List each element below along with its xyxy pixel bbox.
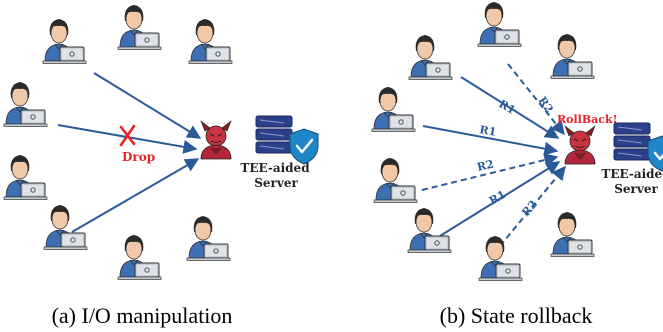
user-at-laptop-icon [407, 207, 452, 253]
server-label-line1: TEE-aided [240, 161, 310, 175]
arrow-label-r2-bottom: R2 [519, 198, 540, 219]
arrow-lower-left-to-server [71, 158, 200, 233]
arrow-bottom-dashed [499, 165, 566, 247]
arrow-label-r2-middle: R2 [476, 157, 495, 173]
user-at-laptop-icon [186, 215, 231, 261]
devil-adversary-icon [564, 125, 596, 165]
server-shield-icon [612, 121, 663, 173]
arrow-top-dashed [507, 63, 565, 136]
user-at-laptop-icon [550, 33, 595, 79]
arrow-middle-lower-dashed [421, 153, 559, 191]
arrow-upper-left-solid [460, 76, 560, 139]
devil-adversary-icon [200, 120, 232, 160]
drop-cross-icon [119, 124, 136, 147]
user-at-laptop-icon [408, 34, 453, 80]
server-label-line2: Server [614, 182, 658, 196]
user-at-laptop-icon [478, 235, 523, 281]
user-at-laptop-icon [371, 86, 416, 132]
user-at-laptop-icon [373, 157, 418, 203]
user-at-laptop-icon [117, 4, 162, 50]
user-at-laptop-icon [42, 18, 87, 64]
arrow-label-r2-top: R2 [536, 94, 556, 115]
arrow-label-r1-middle: R1 [478, 123, 497, 139]
user-at-laptop-icon [550, 211, 595, 257]
drop-label: Drop [122, 150, 155, 164]
panel-state-rollback: R2 R1 R1 R2 R1 R2 RollBack! TEE-aided Se… [371, 1, 663, 328]
arrow-middle-left-solid [422, 125, 559, 156]
panel-io-manipulation: Drop TEE-aided Server (a) I/O manipulati… [3, 4, 320, 328]
arrow-lower-left-solid [439, 161, 561, 237]
user-at-laptop-icon [477, 1, 522, 47]
caption-a: (a) I/O manipulation [52, 303, 233, 328]
rollback-label: RollBack! [557, 113, 617, 126]
server-shield-icon [254, 114, 320, 166]
server-label-line2: Server [254, 176, 298, 190]
arrow-upper-left-to-server [93, 72, 202, 139]
server-label-line1: TEE-aided [601, 167, 663, 181]
user-at-laptop-icon [188, 18, 233, 64]
caption-b: (b) State rollback [440, 303, 593, 328]
user-at-laptop-icon [117, 234, 162, 280]
user-at-laptop-icon [3, 81, 48, 127]
user-at-laptop-icon [3, 154, 48, 200]
